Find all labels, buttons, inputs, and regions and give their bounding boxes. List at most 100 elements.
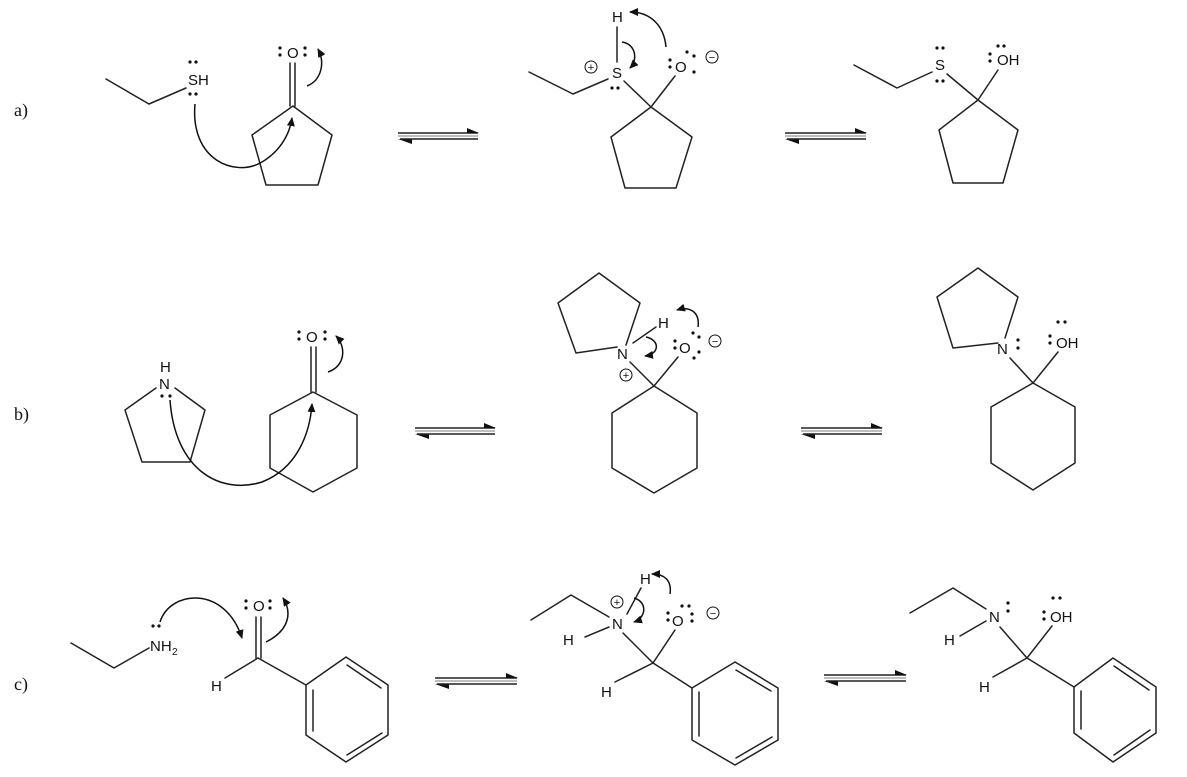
- equilibrium-arrow-c2: [824, 670, 907, 686]
- c-o-bond: [1026, 625, 1053, 659]
- c-o-bond: [650, 75, 676, 108]
- charge-plus: +: [588, 62, 594, 74]
- curved-arrow-attack: [159, 597, 244, 639]
- equilibrium-arrow-a1: [398, 128, 479, 144]
- atom-h: H: [612, 9, 623, 26]
- c-aryl-bond: [257, 657, 307, 686]
- curved-arrow-proton: [676, 303, 699, 328]
- s-c-bond: [946, 73, 979, 101]
- s-c-bond: [623, 80, 652, 108]
- atom-h-c: H: [979, 679, 990, 696]
- curved-arrow-bond: [644, 336, 658, 359]
- curved-arrow-proton: [629, 8, 667, 48]
- atom-s: S: [612, 65, 622, 82]
- c-o-bond: [977, 69, 999, 101]
- intermediate-a: H S + O −: [528, 8, 719, 189]
- aromatic-double-bonds: [698, 669, 773, 759]
- c-h-bond: [614, 662, 654, 683]
- reaction-label-b: b): [14, 404, 29, 425]
- equilibrium-arrow-a2: [785, 128, 867, 144]
- ethyl-bond: [105, 78, 187, 105]
- equilibrium-arrow-c1: [435, 673, 518, 689]
- atom-h: H: [160, 359, 171, 376]
- n-h-bond: [632, 326, 657, 344]
- atom-o: O: [679, 340, 691, 357]
- pyrrolidine-ring: [557, 272, 641, 354]
- aromatic-double-bonds: [312, 664, 383, 756]
- negative-charge-icon: [708, 334, 722, 348]
- atom-h: H: [658, 315, 669, 332]
- atom-h-n: H: [944, 632, 955, 649]
- equilibrium-arrow-b1: [415, 423, 496, 439]
- atom-o: O: [253, 598, 265, 615]
- c-h-bond: [992, 657, 1028, 678]
- atom-n: N: [997, 341, 1008, 358]
- n-h-bond-2: [584, 626, 610, 638]
- reaction-label-a: a): [14, 100, 28, 121]
- n-c-bond: [1009, 357, 1034, 384]
- positive-charge-icon: [619, 368, 633, 382]
- c-h-bond: [224, 657, 259, 679]
- product-b-hemiaminal: N OH: [936, 267, 1079, 491]
- charge-plus: +: [614, 597, 620, 609]
- cyclohexane-ring: [990, 382, 1076, 491]
- o-lone-pairs: [278, 46, 307, 57]
- atom-o: O: [306, 329, 318, 346]
- n-c-bond: [622, 632, 654, 664]
- curved-arrow-carbonyl: [327, 335, 345, 373]
- reaction-label-c: c): [14, 674, 28, 695]
- n-h-bond: [626, 587, 642, 615]
- c-o-bond: [653, 356, 679, 387]
- product-a-hemithioacetal: S OH: [853, 44, 1020, 184]
- ethyl-bond: [530, 594, 610, 621]
- atom-o: O: [675, 59, 687, 76]
- c-o-bond: [1032, 351, 1059, 384]
- product-c-hemiaminal: N H OH H: [909, 587, 1157, 763]
- reactant-ethylamine-benzaldehyde: NH 2 O H: [70, 597, 389, 763]
- curved-arrow-carbonyl: [265, 597, 291, 643]
- atom-oh: OH: [997, 52, 1020, 69]
- n-c-bond: [999, 626, 1028, 659]
- ethyl-bond: [70, 642, 150, 669]
- atom-n: N: [989, 609, 1000, 626]
- reactant-pyrrolidine-cyclohexanone: H N O: [124, 329, 358, 493]
- atom-s: S: [935, 57, 945, 74]
- atom-o: O: [287, 45, 299, 62]
- negative-charge-icon: [705, 50, 719, 64]
- atom-n: N: [159, 376, 170, 393]
- atom-h-bottom: H: [601, 684, 612, 701]
- atom-sh: SH: [188, 72, 209, 89]
- atom-oh: OH: [1050, 609, 1073, 626]
- pyrrolidine-ring: [936, 267, 1019, 349]
- intermediate-b: N + H O −: [557, 272, 722, 494]
- atom-h-top: H: [640, 571, 651, 588]
- curved-arrow-carbonyl: [306, 48, 326, 87]
- atom-n: N: [617, 346, 628, 363]
- charge-plus: +: [623, 370, 629, 382]
- charge-minus: −: [712, 336, 718, 348]
- reactant-ethanethiol-cyclopentanone: SH O: [105, 45, 333, 186]
- atom-n: N: [612, 616, 623, 633]
- cyclohexane-ring: [611, 385, 698, 494]
- curved-arrow-bond: [633, 597, 645, 624]
- c-o-bond: [652, 629, 676, 664]
- benzene-ring: [691, 661, 779, 766]
- charge-minus: −: [710, 608, 716, 620]
- curved-arrow-proton: [651, 570, 672, 595]
- curved-arrow-bond: [621, 41, 639, 69]
- aromatic-double-bonds: [1080, 665, 1151, 756]
- atom-h: H: [211, 678, 222, 695]
- intermediate-c: H N + H O − H: [530, 570, 779, 766]
- ethyl-bond: [528, 71, 609, 95]
- positive-charge-icon: [584, 60, 598, 74]
- benzene-ring: [305, 656, 389, 763]
- benzene-ring: [1073, 657, 1157, 763]
- curved-arrow-attack: [194, 103, 295, 169]
- c-aryl-bond: [1026, 657, 1075, 688]
- atom-nh: NH: [150, 638, 172, 655]
- subscript-2: 2: [172, 647, 178, 658]
- curved-arrow-attack: [169, 399, 316, 487]
- cyclopentane-ring: [938, 99, 1019, 184]
